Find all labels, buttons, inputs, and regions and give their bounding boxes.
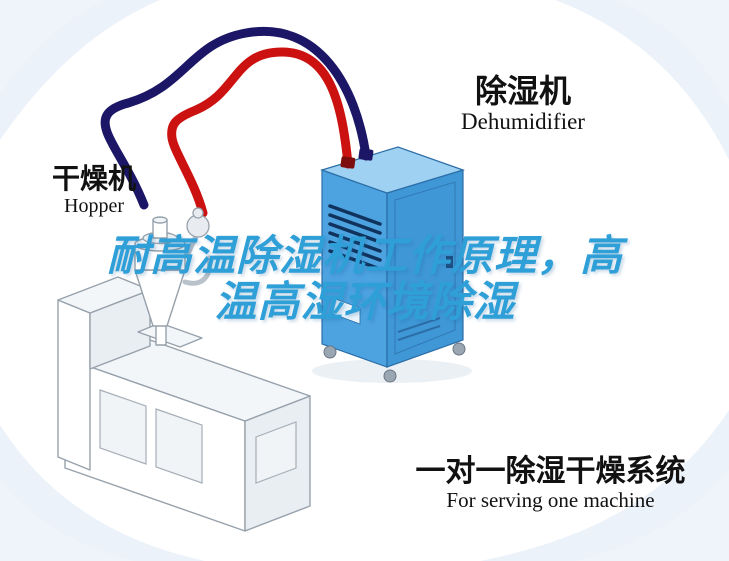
vent-grille xyxy=(328,204,382,271)
page-title-line1: 耐高温除湿机工作原理，高 xyxy=(106,232,623,279)
air-pipes xyxy=(100,26,374,218)
pipe-fitting xyxy=(340,156,356,169)
hopper-label: 干燥机 Hopper xyxy=(44,163,144,218)
caster-wheel xyxy=(452,342,466,356)
extruder-machine xyxy=(57,276,311,532)
return-air-pipe xyxy=(100,26,371,210)
caster-wheel xyxy=(383,369,397,383)
page-title: 耐高温除湿机工作原理，高 温高湿环境除湿 xyxy=(35,232,695,326)
system-caption-en: For serving one machine xyxy=(446,488,655,512)
hopper-dryer xyxy=(134,207,213,348)
front-label-patch xyxy=(332,297,361,325)
caster-wheel xyxy=(323,345,337,359)
dehumidifier-unit xyxy=(312,146,472,383)
dry-air-pipe xyxy=(167,47,353,218)
system-caption-cn: 一对一除湿干燥系统 xyxy=(415,455,686,488)
dehumidifier-label-cn: 除湿机 xyxy=(474,73,571,109)
page-title-line2: 温高湿环境除湿 xyxy=(214,278,516,326)
side-door-outline xyxy=(394,181,456,355)
pipe-fitting xyxy=(358,148,374,161)
system-caption: 一对一除湿干燥系统 For serving one machine xyxy=(398,455,703,512)
hopper-label-en: Hopper xyxy=(64,194,124,217)
dehumidifier-label-en: Dehumidifier xyxy=(461,109,585,135)
dehumidifier-label: 除湿机 Dehumidifier xyxy=(428,73,618,136)
door-handle xyxy=(446,256,453,268)
hopper-label-cn: 干燥机 xyxy=(51,163,136,194)
